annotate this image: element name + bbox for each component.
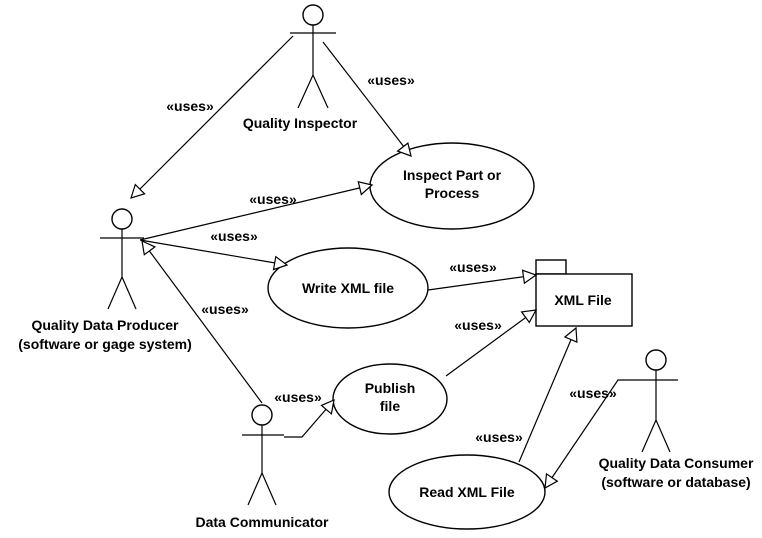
actor-label-consumer-line1: Quality Data Consumer xyxy=(599,455,754,471)
use-case-publish-file: Publish file xyxy=(332,363,448,435)
dependency-read-to-xml-file xyxy=(518,326,578,463)
uses-label: «uses» xyxy=(454,317,502,333)
uses-label: «uses» xyxy=(210,228,258,244)
use-case-label-publish-line1: Publish xyxy=(365,380,416,396)
uses-label: «uses» xyxy=(569,385,617,401)
uses-label: «uses» xyxy=(166,98,214,114)
uses-label: «uses» xyxy=(249,191,297,207)
artifact-xml-file: XML File xyxy=(535,259,633,327)
dependency-producer-to-inspect xyxy=(139,180,374,241)
uses-label: «uses» xyxy=(367,72,415,88)
dependency-consumer-to-read xyxy=(544,379,634,490)
artifact-label-xml-file: XML File xyxy=(554,292,612,308)
actor-quality-data-consumer xyxy=(634,349,678,453)
actor-quality-inspector xyxy=(290,4,336,109)
dependency-inspector-to-inspect xyxy=(322,41,412,157)
use-case-label-read-xml: Read XML File xyxy=(419,484,515,500)
use-case-label-inspect-line1: Inspect Part or xyxy=(403,167,502,183)
uses-label: «uses» xyxy=(201,301,249,317)
actor-label-producer-line2: (software or gage system) xyxy=(18,336,192,352)
uses-label: «uses» xyxy=(274,389,322,405)
dependency-write-to-xml-file xyxy=(427,269,538,291)
uses-label: «uses» xyxy=(449,259,497,275)
actor-data-communicator xyxy=(242,404,284,506)
use-case-label-write-xml: Write XML file xyxy=(302,280,394,296)
dependency-communicator-to-publish xyxy=(284,399,335,438)
actor-label-consumer-line2: (software or database) xyxy=(601,474,750,490)
uses-label: «uses» xyxy=(475,429,523,445)
actor-label-quality-inspector: Quality Inspector xyxy=(243,115,358,131)
use-case-write-xml: Write XML file xyxy=(267,247,429,329)
actor-label-data-communicator: Data Communicator xyxy=(195,514,329,530)
use-case-label-inspect-line2: Process xyxy=(425,185,480,201)
actor-quality-data-producer xyxy=(100,208,144,310)
use-case-inspect-part: Inspect Part or Process xyxy=(369,142,535,230)
dependency-producer-to-write xyxy=(139,239,289,271)
dependency-publish-to-xml-file xyxy=(445,309,538,377)
use-case-read-xml: Read XML File xyxy=(388,454,546,530)
dependency-communicator-to-producer xyxy=(141,239,263,404)
actor-label-producer-line1: Quality Data Producer xyxy=(31,317,179,333)
dependency-inspector-to-producer xyxy=(130,35,294,199)
use-case-label-publish-line2: file xyxy=(380,398,400,414)
